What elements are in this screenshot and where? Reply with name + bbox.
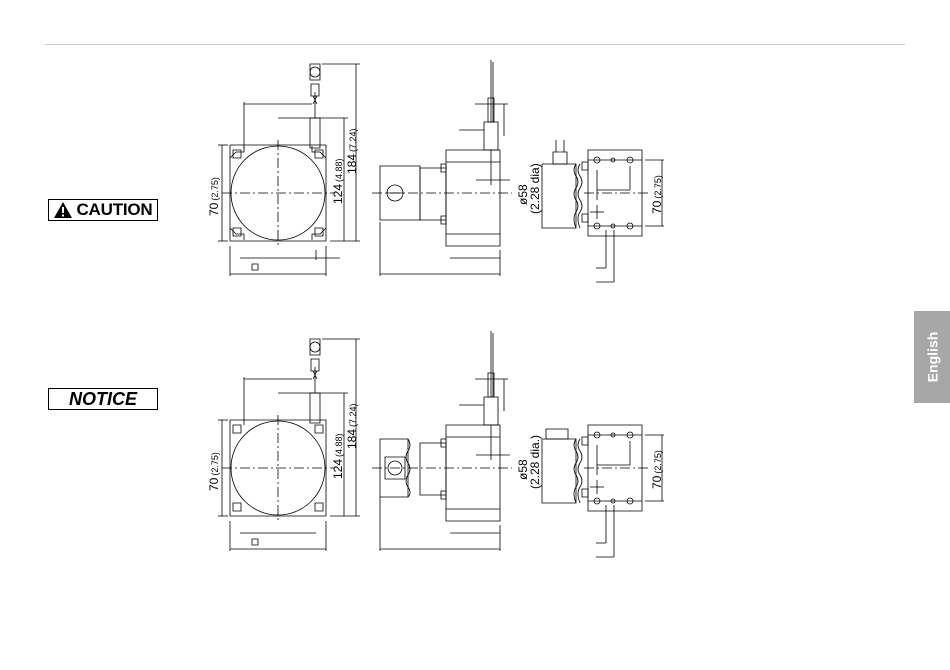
lower-dim-dia-in: (2.28 dia.) [528,435,542,489]
lower-dim-184: 184(7.24) [345,403,359,449]
lower-dim-124: 124(4.88) [331,433,345,479]
lower-dim-70: 70(2.75) [207,452,221,491]
lower-dim-70-side: 70(2.75) [650,450,664,489]
